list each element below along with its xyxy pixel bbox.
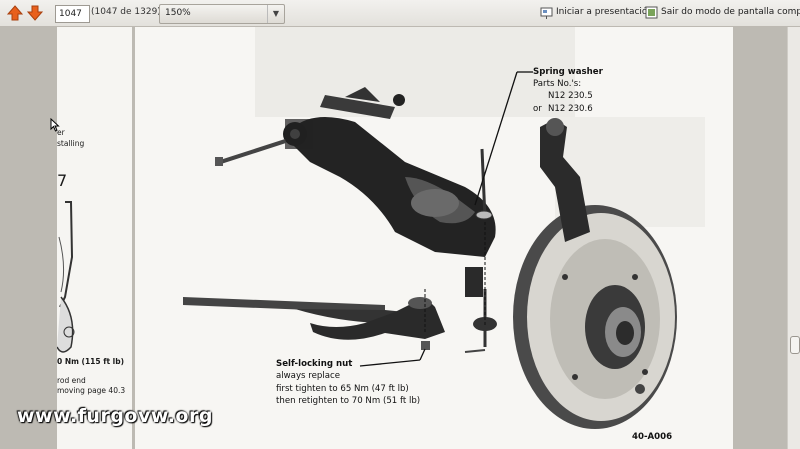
previous-page-button[interactable]	[6, 4, 24, 22]
arrow-up-icon	[6, 5, 24, 21]
page-number-input[interactable]: 1047	[55, 5, 90, 23]
start-presentation-label: Iniciar a presentación	[556, 7, 654, 17]
previous-page: er stalling 7 0 Nm (115 ft lb) rod end m…	[57, 27, 132, 449]
current-page: Spring washer Parts No.'s: N12 230.5 or …	[135, 27, 733, 449]
part-number-1: N12 230.5	[548, 91, 593, 101]
spring-washer-title: Spring washer	[533, 67, 603, 77]
watermark: www.furgovw.org	[17, 405, 213, 427]
scrollbar-thumb[interactable]	[790, 336, 800, 354]
parts-label: Parts No.'s:	[533, 79, 582, 89]
presentation-icon	[540, 7, 553, 19]
next-page-button[interactable]	[26, 4, 44, 22]
part-number-2: N12 230.6	[548, 104, 593, 114]
exit-fullscreen-button[interactable]: Sair do modo de pantalla completa	[645, 5, 800, 21]
nut-instruction-2: first tighten to 65 Nm (47 ft lb)	[276, 384, 409, 394]
left-page-line: 0 Nm (115 ft lb)	[57, 357, 125, 366]
left-page-line: 7	[57, 171, 68, 190]
page-count-label: (1047 de 1329)	[91, 7, 161, 17]
chevron-down-icon: ▼	[267, 5, 284, 23]
left-page-diagram	[57, 201, 75, 353]
document-viewport[interactable]: er stalling 7 0 Nm (115 ft lb) rod end m…	[0, 27, 787, 449]
self-locking-nut-title: Self-locking nut	[276, 359, 353, 369]
suspension-diagram	[183, 27, 705, 429]
vertical-scrollbar[interactable]	[787, 27, 800, 449]
nut-instruction-3: then retighten to 70 Nm (51 ft lb)	[276, 396, 421, 406]
exit-fullscreen-icon	[645, 6, 658, 19]
start-presentation-button[interactable]: Iniciar a presentación	[540, 5, 653, 21]
part-number-2-prefix: or	[533, 104, 542, 114]
exit-fullscreen-label: Sair do modo de pantalla completa	[661, 7, 800, 17]
left-page-line: stalling	[57, 139, 85, 148]
left-page-line: moving page 40.3	[57, 386, 126, 395]
arrow-down-icon	[26, 5, 44, 21]
zoom-value: 150%	[165, 8, 191, 18]
left-page-line: er	[57, 128, 65, 137]
left-page-line: rod end	[57, 376, 86, 385]
zoom-select[interactable]: 150% ▼	[159, 4, 285, 24]
figure-id: 40-A006	[632, 432, 673, 442]
nut-instruction-1: always replace	[276, 371, 340, 381]
toolbar: 1047 (1047 de 1329) 150% ▼ Iniciar a pre…	[0, 0, 800, 27]
mouse-cursor-icon	[50, 118, 60, 132]
